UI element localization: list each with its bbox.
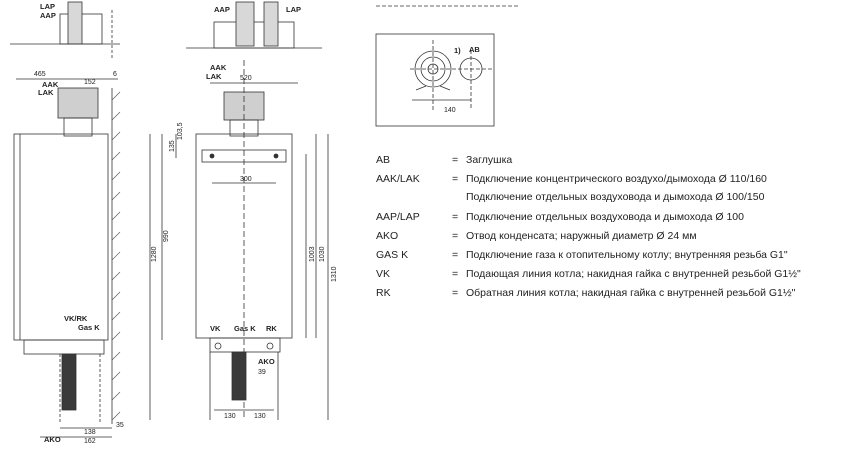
side-dim-152: 152 (84, 79, 96, 86)
front-dim-130-right: 130 (254, 413, 266, 420)
side-dim-35: 35 (116, 422, 124, 429)
front-top-pipe-left (235, 1, 255, 47)
front-dim-520: 520 (240, 75, 252, 82)
front-view: AAP LAP AAK LAK 520 300 135 103,5 1003 1… (169, 1, 338, 420)
front-mount-hole-left (209, 153, 215, 159)
front-rk-label: RK (266, 324, 277, 333)
front-dim-103-5: 103,5 (177, 122, 184, 140)
front-dim-130-left: 130 (224, 413, 236, 420)
front-vk-label: VK (210, 324, 221, 333)
side-top-pipe (67, 1, 83, 45)
legend-key: AAK/LAK (376, 173, 420, 186)
side-wall-hatch (111, 91, 121, 421)
top-view-outline (375, 33, 495, 127)
side-aak-label: AAK (42, 80, 59, 89)
legend-eq: = (452, 229, 459, 242)
legend-desc: Отвод конденсата; наружный диаметр Ø 24 … (466, 229, 697, 242)
side-lak-label: LAK (38, 88, 54, 97)
legend-key: GAS K (376, 249, 409, 262)
top-note-label: 1) (454, 46, 461, 55)
top-dim-140: 140 (444, 107, 456, 114)
legend-eq: = (452, 249, 459, 262)
side-dim-138: 138 (84, 429, 96, 436)
legend-desc: Подключение газа к отопительному котлу; … (466, 249, 788, 262)
front-gask-label: Gas K (234, 324, 256, 333)
legend-key: AB (376, 154, 391, 166)
front-mount-hole-right (273, 153, 279, 159)
front-dim-39: 39 (258, 369, 266, 376)
legend-desc: Заглушка (466, 154, 513, 166)
front-lak-label: LAK (206, 72, 222, 81)
legend-row: VK = Подающая линия котла; накидная гайк… (376, 265, 856, 284)
side-dim-162: 162 (84, 438, 96, 445)
front-dim-135: 135 (169, 140, 176, 152)
side-dim-1280: 1280 (151, 246, 158, 262)
side-ako-label: AKO (44, 435, 61, 444)
front-dim-1310: 1310 (331, 266, 338, 282)
side-lap-label: LAP (40, 2, 55, 11)
legend-key: AAP/LAP (376, 210, 420, 223)
legend-row: AAP/LAP = Подключение отдельных воздухов… (376, 208, 856, 227)
front-top-pipe-right (263, 1, 279, 47)
front-rk-connection (266, 342, 274, 350)
legend-desc: Подключение отдельных воздуховода и дымо… (466, 191, 765, 204)
top-flange-tick-right (439, 85, 451, 91)
legend-key (376, 188, 452, 207)
legend-desc: Подключение концентрического воздухо/дым… (466, 173, 767, 186)
side-gask-label: Gas K (78, 323, 100, 332)
legend-eq: = (452, 210, 459, 223)
side-view: LAP AAP 465 152 6 AAK LAK (10, 1, 170, 445)
top-flue-outer (414, 50, 452, 88)
side-aap-label: AAP (40, 11, 56, 20)
front-aak-label: AAK (210, 63, 227, 72)
legend-desc: Подающая линия котла; накидная гайка с в… (466, 268, 801, 281)
legend-eq: = (452, 173, 459, 186)
legend-eq (452, 188, 466, 207)
legend-eq: = (452, 287, 459, 300)
legend-row: AKO = Отвод конденсата; наружный диаметр… (376, 227, 856, 246)
legend-row: GAS K = Подключение газа к отопительному… (376, 246, 856, 265)
front-ako-label: AKO (258, 357, 275, 366)
front-dim-300: 300 (240, 176, 252, 183)
legend-key: RK (376, 287, 391, 300)
top-view: 140 1) AB (375, 5, 520, 127)
side-boiler-body (13, 133, 109, 341)
side-boiler-bottom (23, 339, 105, 355)
side-flue-neck (63, 117, 93, 137)
legend-row: AAK/LAK = Подключение концентрического в… (376, 170, 856, 189)
legend-key: VK (376, 268, 391, 281)
legend-eq: = (452, 268, 459, 281)
top-flange-tick-left (415, 85, 427, 91)
front-connection-pipe (231, 351, 247, 401)
front-dim-1030: 1030 (319, 246, 326, 262)
top-ab-label: AB (469, 45, 480, 54)
legend-row: Подключение отдельных воздуховода и дымо… (376, 188, 856, 207)
side-dim-6: 6 (113, 71, 117, 78)
side-vkrk-label: VK/RK (64, 314, 88, 323)
front-dim-1003: 1003 (309, 246, 316, 262)
front-vk-connection (214, 342, 222, 350)
legend-row: RK = Обратная линия котла; накидная гайк… (376, 284, 856, 303)
front-aap-label: AAP (214, 5, 230, 14)
side-connection-pipe (61, 353, 77, 411)
legend-desc: Обратная линия котла; накидная гайка с в… (466, 287, 796, 300)
front-lap-label: LAP (286, 5, 301, 14)
legend: AB = Заглушка AAK/LAK = Подключение конц… (376, 151, 856, 304)
side-dim-990: 990 (163, 230, 170, 242)
top-flue-inner (420, 56, 446, 82)
side-dim-465: 465 (34, 71, 46, 78)
legend-desc: Подключение отдельных воздуховода и дымо… (466, 210, 744, 223)
legend-row: AB = Заглушка (376, 151, 856, 170)
legend-key: AKO (376, 229, 399, 242)
legend-eq: = (452, 154, 459, 166)
side-flue-pipe (57, 87, 99, 119)
